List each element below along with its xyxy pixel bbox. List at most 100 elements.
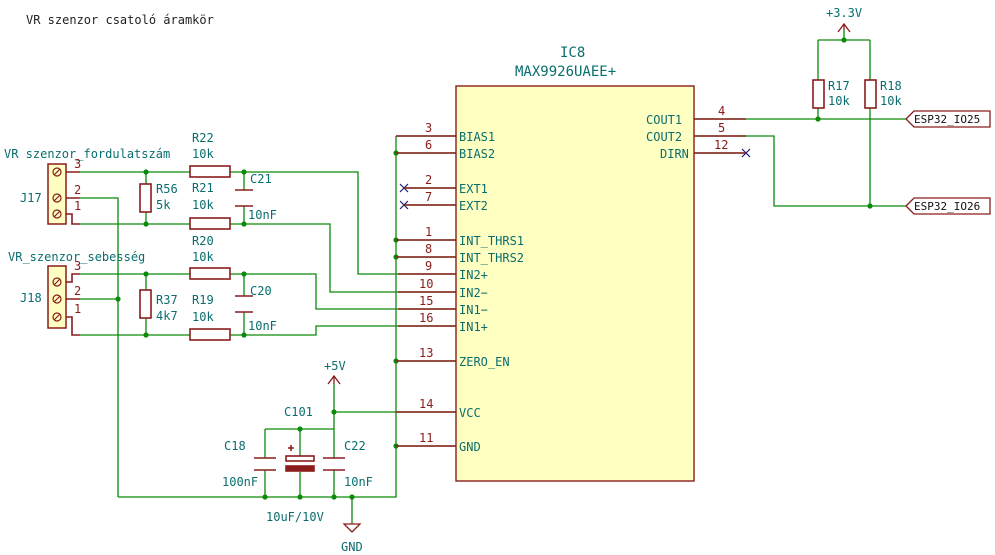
pin-number: 2: [74, 284, 81, 298]
svg-text:C101: C101: [284, 405, 313, 419]
pin-name: EXT1: [459, 182, 488, 196]
schematic-title: VR szenzor csatoló áramkör: [26, 13, 214, 27]
svg-text:10k: 10k: [828, 94, 850, 108]
svg-text:R20: R20: [192, 234, 214, 248]
capacitor-c21: C21 10nF: [235, 172, 277, 222]
pin-name: BIAS2: [459, 147, 495, 161]
ic8-max9926: IC8 MAX9926UAEE+: [396, 45, 746, 482]
capacitor-c22: C22 10nF: [323, 439, 373, 489]
svg-text:C21: C21: [250, 172, 272, 186]
svg-text:10nF: 10nF: [248, 319, 277, 333]
net-label-io25: ESP32_IO25: [905, 110, 991, 128]
capacitor-c101: C101 10uF/10V: [266, 405, 324, 524]
net-label-io26: ESP32_IO26: [905, 197, 991, 215]
ic-ref: IC8: [560, 45, 585, 61]
ground-symbol: GND: [341, 523, 363, 554]
pin-name: INT_THRS1: [459, 234, 524, 248]
capacitor-c20: C20 10nF: [235, 284, 277, 333]
resistor-r22: R22 10k: [189, 131, 231, 178]
connector-label: VR szenzor_fordulatszám: [4, 147, 170, 161]
pin-number: 14: [419, 397, 433, 411]
pin-number: 1: [74, 199, 81, 213]
pin-name: GND: [459, 440, 481, 454]
svg-text:10nF: 10nF: [344, 475, 373, 489]
ic-right-pins: 4 COUT1 5 COUT2 12 DIRN: [646, 104, 728, 161]
pin-name: IN1−: [459, 303, 488, 317]
svg-text:R37: R37: [156, 293, 178, 307]
connector-j18: VR_szenzor_sebesség J18 3 2 1: [8, 250, 145, 336]
pin-number: 10: [419, 277, 433, 291]
capacitor-c18: C18 100nF: [222, 439, 276, 489]
pin-number: 5: [718, 121, 725, 135]
pin-name: IN2−: [459, 286, 488, 300]
svg-text:ESP32_IO26: ESP32_IO26: [914, 200, 980, 213]
svg-text:10k: 10k: [192, 198, 214, 212]
connector-ref: J18: [20, 291, 42, 305]
pin-number: 2: [425, 173, 432, 187]
pin-number: 3: [74, 259, 81, 273]
pin-name: IN2+: [459, 268, 488, 282]
svg-text:10nF: 10nF: [248, 208, 277, 222]
resistor-r56: R56 5k: [139, 182, 178, 213]
pin-name: DIRN: [660, 147, 689, 161]
resistor-r18: R18 10k: [864, 79, 902, 109]
pin-name: IN1+: [459, 320, 488, 334]
pin-number: 1: [74, 302, 81, 316]
svg-text:R22: R22: [192, 131, 214, 145]
pin-number: 11: [419, 431, 433, 445]
resistor-r20: R20 10k: [189, 234, 231, 280]
pin-name: COUT1: [646, 113, 682, 127]
resistor-r37: R37 4k7: [139, 289, 178, 323]
svg-text:R19: R19: [192, 293, 214, 307]
connector-label: VR_szenzor_sebesség: [8, 250, 145, 264]
pin-number: 1: [425, 225, 432, 239]
connector-j17: VR szenzor_fordulatszám J17 3 2 1: [4, 147, 170, 225]
svg-text:GND: GND: [341, 540, 363, 554]
pin-name: VCC: [459, 406, 481, 420]
svg-text:R18: R18: [880, 79, 902, 93]
pin-name: EXT2: [459, 199, 488, 213]
pin-number: 15: [419, 294, 433, 308]
pin-number: 16: [419, 311, 433, 325]
pin-number: 3: [74, 157, 81, 171]
svg-text:10k: 10k: [192, 310, 214, 324]
svg-text:5k: 5k: [156, 198, 171, 212]
pin-number: 13: [419, 346, 433, 360]
resistor-r19: R19 10k: [189, 293, 231, 341]
pin-number: 4: [718, 104, 725, 118]
ic-value: MAX9926UAEE+: [515, 64, 616, 80]
ic-pin-stubs: [396, 118, 746, 447]
pin-number: 9: [425, 259, 432, 273]
svg-text:R21: R21: [192, 181, 214, 195]
pin-number: 2: [74, 183, 81, 197]
svg-text:10k: 10k: [880, 94, 902, 108]
svg-text:+3.3V: +3.3V: [826, 6, 862, 20]
power-5v-symbol: +5V: [324, 359, 346, 385]
svg-text:R17: R17: [828, 79, 850, 93]
pin-number: 7: [425, 190, 432, 204]
svg-text:4k7: 4k7: [156, 309, 178, 323]
svg-text:10k: 10k: [192, 250, 214, 264]
svg-text:100nF: 100nF: [222, 475, 258, 489]
ic-left-pins: 3 BIAS1 6 BIAS2 2 EXT1 7 EXT2 1 INT_THRS…: [419, 121, 524, 454]
power-3v3-symbol: +3.3V: [826, 6, 862, 33]
pin-number: 6: [425, 138, 432, 152]
junctions: [115, 37, 873, 500]
pin-number: 8: [425, 242, 432, 256]
svg-text:C18: C18: [224, 439, 246, 453]
svg-text:R56: R56: [156, 182, 178, 196]
connector-ref: J17: [20, 191, 42, 205]
pin-name: BIAS1: [459, 130, 495, 144]
svg-text:10uF/10V: 10uF/10V: [266, 510, 324, 524]
svg-text:10k: 10k: [192, 147, 214, 161]
svg-text:C20: C20: [250, 284, 272, 298]
pin-name: INT_THRS2: [459, 251, 524, 265]
pin-name: COUT2: [646, 130, 682, 144]
resistor-r21: R21 10k: [189, 181, 231, 230]
svg-text:ESP32_IO25: ESP32_IO25: [914, 113, 980, 126]
pin-number: 12: [714, 138, 728, 152]
pin-name: ZERO_EN: [459, 355, 510, 369]
svg-text:C22: C22: [344, 439, 366, 453]
resistor-r17: R17 10k: [812, 79, 850, 109]
